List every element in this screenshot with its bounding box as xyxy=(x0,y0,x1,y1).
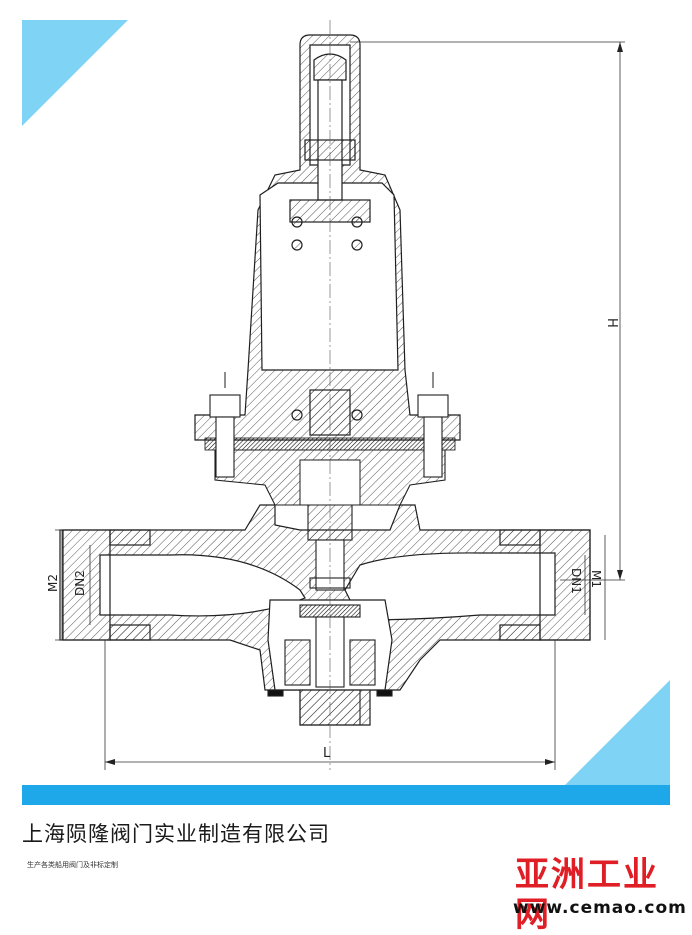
dimensions xyxy=(55,41,625,770)
company-name: 上海陨隆阀门实业制造有限公司 xyxy=(22,822,330,846)
dim-label-dn1: DN1 xyxy=(569,568,583,594)
watermark-url: www.cemao.com xyxy=(513,898,687,918)
left-flange-bolt xyxy=(209,372,241,478)
lower-cartridge xyxy=(267,604,393,726)
watermark-brand: 亚洲工业网 xyxy=(515,855,659,935)
dim-label-h: H xyxy=(604,318,619,328)
right-flange-bolt xyxy=(417,372,449,478)
dim-label-dn2: DN2 xyxy=(73,570,87,596)
dim-label-l: L xyxy=(323,746,331,761)
footer-blue-band xyxy=(22,785,670,805)
bonnet-housing xyxy=(194,34,461,441)
dim-label-m1: M1 xyxy=(589,570,603,588)
top-left-corner-triangle xyxy=(22,20,128,126)
dim-label-m2: M2 xyxy=(46,574,60,592)
bottom-right-corner-triangle xyxy=(565,680,670,785)
company-tagline: 生产各类船用阀门及非标定制 xyxy=(27,861,118,869)
